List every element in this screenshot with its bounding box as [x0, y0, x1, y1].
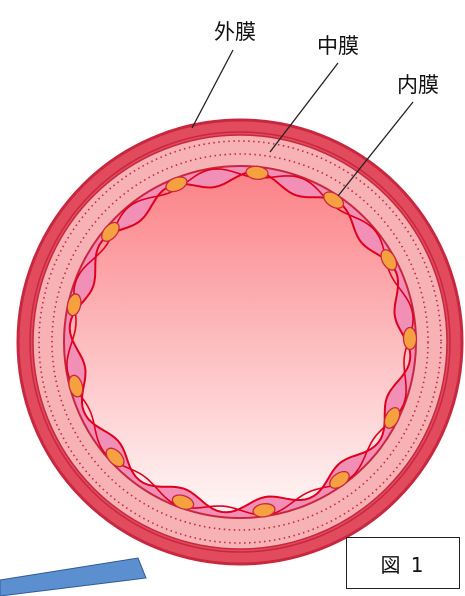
- pointer-bar: [0, 558, 146, 596]
- leader-line-outer: [192, 50, 233, 128]
- cell-icon: [403, 327, 416, 349]
- figure-caption: 図 1: [380, 549, 425, 578]
- figure-caption-box: 図 1: [346, 537, 460, 589]
- label-middle-membrane: 中膜: [317, 36, 359, 57]
- label-outer-membrane: 外膜: [214, 22, 256, 43]
- label-inner-membrane: 内膜: [397, 75, 439, 96]
